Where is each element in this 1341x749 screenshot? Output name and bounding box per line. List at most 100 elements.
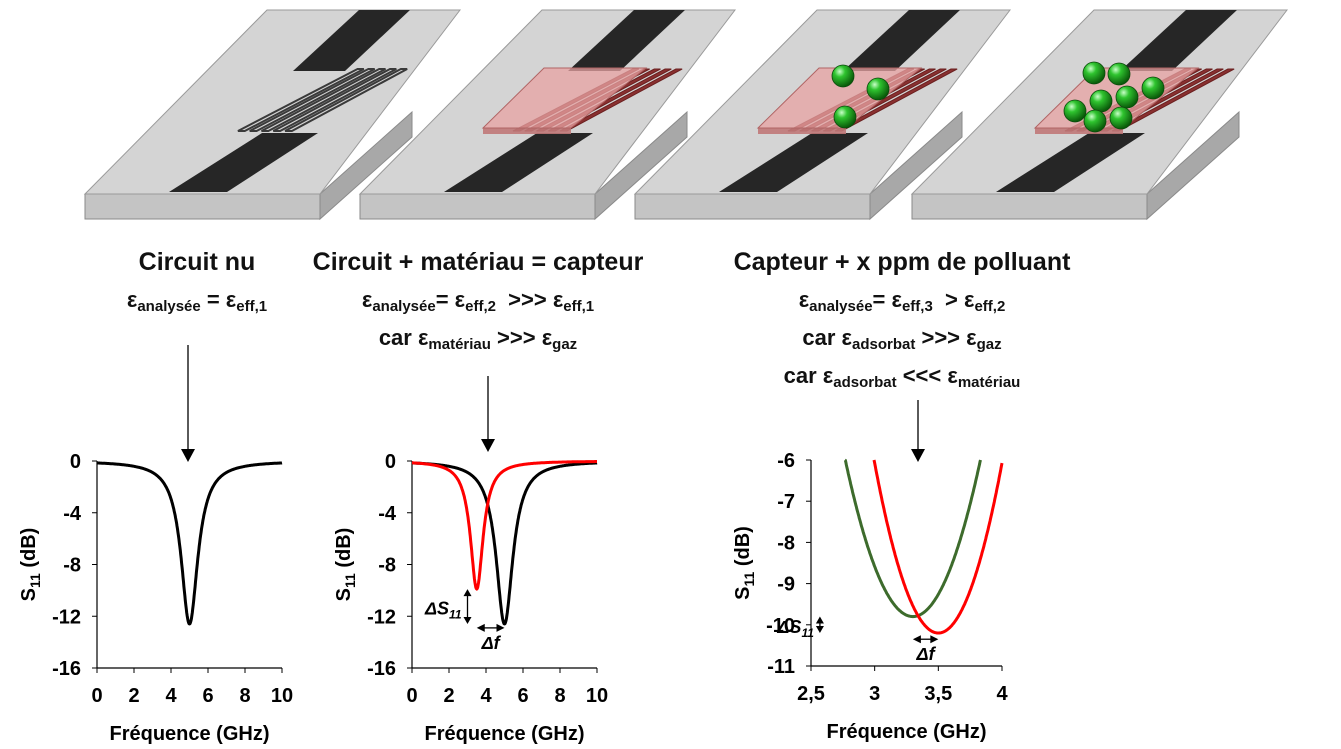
permittivity-relation: car εadsorbat >>> εgaz: [602, 325, 1202, 353]
x-tick-label: 4: [996, 683, 1008, 705]
y-tick-label: 0: [70, 451, 81, 473]
substrate-side: [594, 110, 688, 221]
delta-f-label: Δf: [916, 644, 937, 664]
y-axis-label: S11 (dB): [333, 528, 358, 602]
x-axis-label: Fréquence (GHz): [424, 723, 584, 745]
symbol-text: ε: [126, 287, 138, 312]
subscript: eff,1: [563, 298, 595, 315]
circuit-illustration-bare-circuit: [83, 9, 462, 221]
x-tick-label: 8: [554, 685, 565, 707]
adsorbed-molecule: [1089, 89, 1113, 113]
arrowhead: [181, 449, 195, 462]
film-edge: [758, 128, 846, 134]
x-tick-label: 0: [91, 685, 102, 707]
permittivity-relation: εanalysée = εeff,1: [0, 287, 497, 315]
substrate-top: [83, 9, 462, 195]
x-tick-label: 8: [239, 685, 250, 707]
x-axis-label: Fréquence (GHz): [826, 721, 986, 743]
y-tick-label: -16: [367, 658, 396, 680]
series-line-1: [843, 458, 982, 619]
arrowhead: [815, 626, 824, 634]
x-tick-label: 4: [480, 685, 492, 707]
x-tick-label: 0: [406, 685, 417, 707]
film-edge: [1035, 128, 1123, 134]
symbol-text: car ε: [378, 325, 429, 350]
x-tick-label: 6: [202, 685, 213, 707]
upper-trace: [843, 10, 960, 71]
subscript: analysée: [809, 298, 873, 315]
subscript: eff,3: [901, 298, 933, 315]
lower-trace: [444, 133, 593, 192]
delta-s11-label: ΔS11: [776, 617, 814, 640]
column-title-1: Circuit nu: [138, 248, 256, 276]
adsorbed-molecule: [1083, 109, 1107, 133]
lower-trace: [996, 133, 1145, 192]
y-tick-label: -8: [63, 555, 81, 577]
substrate-side: [319, 110, 413, 221]
series-line-1: [411, 461, 598, 626]
symbol-text: ε: [798, 287, 810, 312]
x-tick-label: 3: [869, 683, 880, 705]
x-tick-label: 4: [165, 685, 177, 707]
subscript: analysée: [137, 298, 201, 315]
symbol-text: >>> ε: [915, 325, 977, 350]
upper-trace: [293, 10, 410, 71]
film-edge: [483, 128, 571, 134]
subscript: eff,1: [236, 298, 268, 315]
column-title-3: Capteur + x ppm de polluant: [733, 248, 1071, 276]
circuit-illustration-circuit-with-material: [358, 9, 737, 221]
adsorbed-molecule: [1107, 62, 1131, 86]
x-tick-label: 2,5: [797, 683, 825, 705]
arrowhead: [930, 635, 939, 644]
subscript: gaz: [976, 336, 1002, 353]
column-title-2: Circuit + matériau = capteur: [312, 248, 644, 276]
subscript: matériau: [957, 374, 1021, 391]
symbol-text: <<< ε: [896, 363, 958, 388]
x-tick-label: 3,5: [924, 683, 952, 705]
subscript: gaz: [552, 336, 578, 353]
delta-s11-label: ΔS11: [424, 599, 462, 622]
electrode-finger: [261, 68, 386, 132]
substrate-front: [84, 193, 321, 220]
upper-trace: [1120, 10, 1237, 71]
x-tick-label: 10: [271, 685, 293, 707]
symbol-text: car ε: [783, 363, 834, 388]
y-axis-label: S11 (dB): [732, 526, 757, 600]
adsorbed-molecule: [866, 77, 890, 101]
subscript: matériau: [428, 336, 491, 353]
x-tick-label: 10: [586, 685, 608, 707]
electrode-finger: [272, 68, 397, 132]
adsorbed-molecule: [1141, 76, 1165, 100]
substrate-front: [359, 193, 596, 220]
y-tick-label: -9: [777, 574, 795, 596]
electrode-finger: [249, 68, 376, 132]
series-line-1: [96, 461, 283, 626]
subscript: eff,2: [974, 298, 1006, 315]
x-tick-label: 2: [128, 685, 139, 707]
y-tick-label: -4: [378, 503, 397, 525]
y-tick-label: 0: [385, 451, 396, 473]
y-tick-label: -6: [777, 450, 795, 472]
symbol-text: >>> ε: [490, 325, 553, 350]
lower-trace: [719, 133, 868, 192]
y-tick-label: -11: [767, 656, 795, 678]
adsorbed-molecule: [1115, 85, 1139, 109]
y-tick-label: -4: [63, 503, 82, 525]
adsorbed-molecule: [1109, 106, 1133, 130]
symbol-text: >>> ε: [495, 287, 564, 312]
subscript: adsorbat: [852, 336, 916, 353]
y-tick-label: -12: [367, 606, 396, 628]
arrowhead: [481, 439, 495, 452]
x-tick-label: 2: [443, 685, 454, 707]
symbol-text: car ε: [802, 325, 852, 350]
x-axis-label: Fréquence (GHz): [109, 723, 269, 745]
series-line-2: [411, 460, 598, 591]
subscript: adsorbat: [833, 374, 897, 391]
permittivity-relation: car εadsorbat <<< εmatériau: [602, 363, 1202, 391]
sensing-film: [481, 67, 648, 129]
substrate-side: [869, 110, 963, 221]
